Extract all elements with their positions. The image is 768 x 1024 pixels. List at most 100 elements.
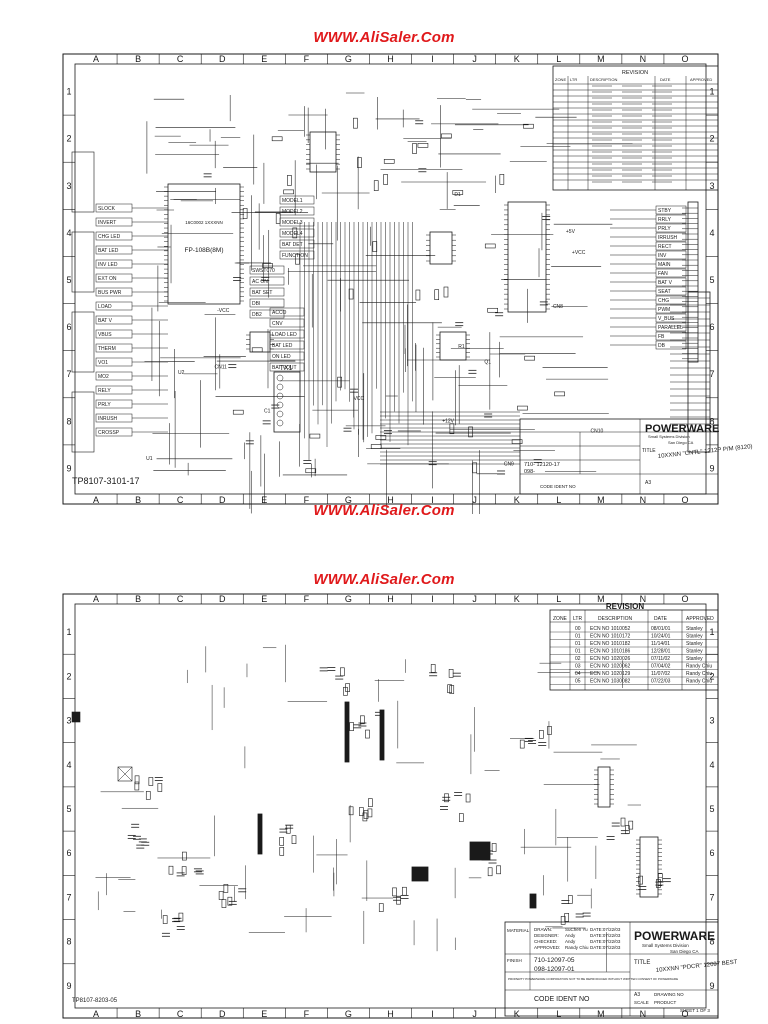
supply-label: CN9 bbox=[504, 461, 514, 467]
signoff-date: DATE:07/22/03 bbox=[590, 933, 621, 938]
sheet2-col-label-bottom: K bbox=[514, 1009, 520, 1019]
signoff-role: CHECKED: bbox=[534, 939, 557, 944]
revision-header: DATE bbox=[660, 77, 671, 82]
net-label-mid: LOAD LED bbox=[272, 332, 297, 338]
resistor bbox=[523, 123, 534, 129]
supply-label: R1 bbox=[458, 344, 465, 350]
fuse-package bbox=[529, 893, 537, 909]
watermark-lower[interactable]: WWW.AliSaler.Com bbox=[313, 571, 455, 588]
resistor bbox=[168, 865, 174, 875]
net-label-right: MAIN bbox=[658, 262, 671, 268]
net-label-left: INVERT bbox=[98, 220, 116, 226]
connector-block bbox=[71, 311, 95, 373]
revision-approver: Randy Chiu bbox=[686, 679, 712, 685]
transformer-core bbox=[379, 709, 385, 761]
sheet2-inner-border bbox=[74, 603, 707, 1009]
supply-label: U2 bbox=[178, 370, 185, 376]
net-label-right: BAT V bbox=[658, 280, 673, 286]
resistor bbox=[145, 791, 151, 800]
supply-label: CN10 bbox=[591, 428, 604, 434]
resistor bbox=[181, 866, 187, 875]
sheet1-col-label-top: I bbox=[431, 54, 434, 64]
sheet1-col-label-top: L bbox=[556, 54, 561, 64]
pin-header bbox=[687, 291, 711, 453]
sheet2-row-label-right: 2 bbox=[709, 671, 714, 681]
net-label-right: IRRUSH bbox=[658, 235, 678, 241]
company-division-2: Small Systems Division bbox=[642, 943, 689, 948]
sheet2-col-label-top: M bbox=[597, 594, 605, 604]
resistor bbox=[539, 730, 544, 739]
sheet2-row-label-left: 9 bbox=[66, 981, 71, 991]
doc-ref-2: 098- bbox=[524, 469, 535, 475]
net-label-mid: ACCO bbox=[272, 310, 287, 316]
supply-label: +12V bbox=[442, 418, 454, 424]
revision-header: DESCRIPTION bbox=[590, 77, 617, 82]
resistor bbox=[340, 667, 345, 677]
sheet1-row-label-right: 8 bbox=[709, 416, 714, 426]
signoff-role: DESIGNER: bbox=[534, 933, 559, 938]
sheet1-col-label-top: M bbox=[597, 54, 605, 64]
opamp-ic bbox=[439, 331, 467, 361]
signoff-name: Andy bbox=[565, 939, 576, 944]
resistor bbox=[182, 851, 187, 861]
revision-approver: Stanley bbox=[686, 649, 703, 655]
sheet2-col-label-bottom: F bbox=[304, 1009, 310, 1019]
sheet1-row-label-left: 4 bbox=[66, 228, 71, 238]
resistor bbox=[357, 157, 362, 168]
net-label-left: LOAD bbox=[98, 304, 112, 310]
net-label-box bbox=[279, 228, 315, 238]
resistor bbox=[134, 781, 140, 791]
signoff-role: DRAWN: bbox=[534, 927, 552, 932]
net-label-mid: SWST070 bbox=[252, 268, 275, 274]
sheet2-col-label-bottom: A bbox=[93, 1009, 99, 1019]
net-label-mid: FUNCTION bbox=[282, 253, 308, 259]
revision-approver: Stanley bbox=[686, 656, 703, 662]
resistor bbox=[628, 820, 634, 830]
sheet2-col-label-bottom: L bbox=[556, 1009, 561, 1019]
sheet2-col-label-bottom: C bbox=[177, 1009, 184, 1019]
sheet2-col-label-bottom: M bbox=[597, 1009, 605, 1019]
net-label-box bbox=[249, 287, 285, 297]
sheet1-col-label-top: A bbox=[93, 54, 99, 64]
net-label-right: FB bbox=[658, 334, 665, 340]
net-label-right: PWM bbox=[658, 307, 670, 313]
sheet2-col-label-top: J bbox=[472, 594, 477, 604]
resistor bbox=[271, 136, 283, 142]
net-label-box bbox=[269, 340, 305, 350]
sheet1-row-label-right: 1 bbox=[709, 87, 714, 97]
sheet2-row-label-right: 3 bbox=[709, 716, 714, 726]
resistor bbox=[441, 133, 452, 139]
signoff-date: DATE:07/22/03 bbox=[590, 945, 621, 950]
sheet2-col-label-top: I bbox=[431, 594, 434, 604]
supply-label: U1 bbox=[146, 456, 153, 462]
revision-date: 08/01/01 bbox=[651, 626, 671, 632]
sheet2-col-label-bottom: D bbox=[219, 1009, 226, 1019]
sheet1-col-label-bottom: H bbox=[387, 495, 394, 505]
regulator-ic bbox=[309, 131, 337, 173]
revision-ltr: 01 bbox=[575, 634, 581, 640]
revision-approver: Stanley bbox=[686, 626, 703, 632]
resistor bbox=[484, 243, 496, 249]
resistor bbox=[285, 824, 291, 834]
net-label-mid: CNV bbox=[272, 321, 283, 327]
net-label-mid: BAT SET bbox=[252, 290, 272, 296]
transformer-coil bbox=[276, 419, 284, 427]
sheet1-col-label-bottom: N bbox=[640, 495, 647, 505]
scale-label: SCALE bbox=[634, 1000, 649, 1005]
transformer-core bbox=[344, 701, 350, 763]
revision-header-2: DATE bbox=[654, 616, 668, 622]
watermark-top[interactable]: WWW.AliSaler.Com bbox=[313, 29, 455, 46]
net-label-box bbox=[279, 239, 315, 249]
watermark-middle[interactable]: WWW.AliSaler.Com bbox=[313, 502, 455, 519]
resistor bbox=[487, 307, 498, 313]
supply-label: +5V bbox=[566, 229, 576, 235]
title-value: 10XXNN "CNTL" 1212P P/M (8120) bbox=[658, 444, 753, 460]
sheet2-col-label-bottom: E bbox=[261, 1009, 267, 1019]
sheet2-row-label-right: 7 bbox=[709, 892, 714, 902]
sheet2-col-label-top: E bbox=[261, 594, 267, 604]
sheet1-row-label-right: 6 bbox=[709, 322, 714, 332]
net-label-right: V_BUS bbox=[658, 316, 675, 322]
product-label: PRODUCT bbox=[654, 1000, 677, 1005]
resistor bbox=[517, 405, 528, 411]
net-label-left: VBUS bbox=[98, 332, 112, 338]
